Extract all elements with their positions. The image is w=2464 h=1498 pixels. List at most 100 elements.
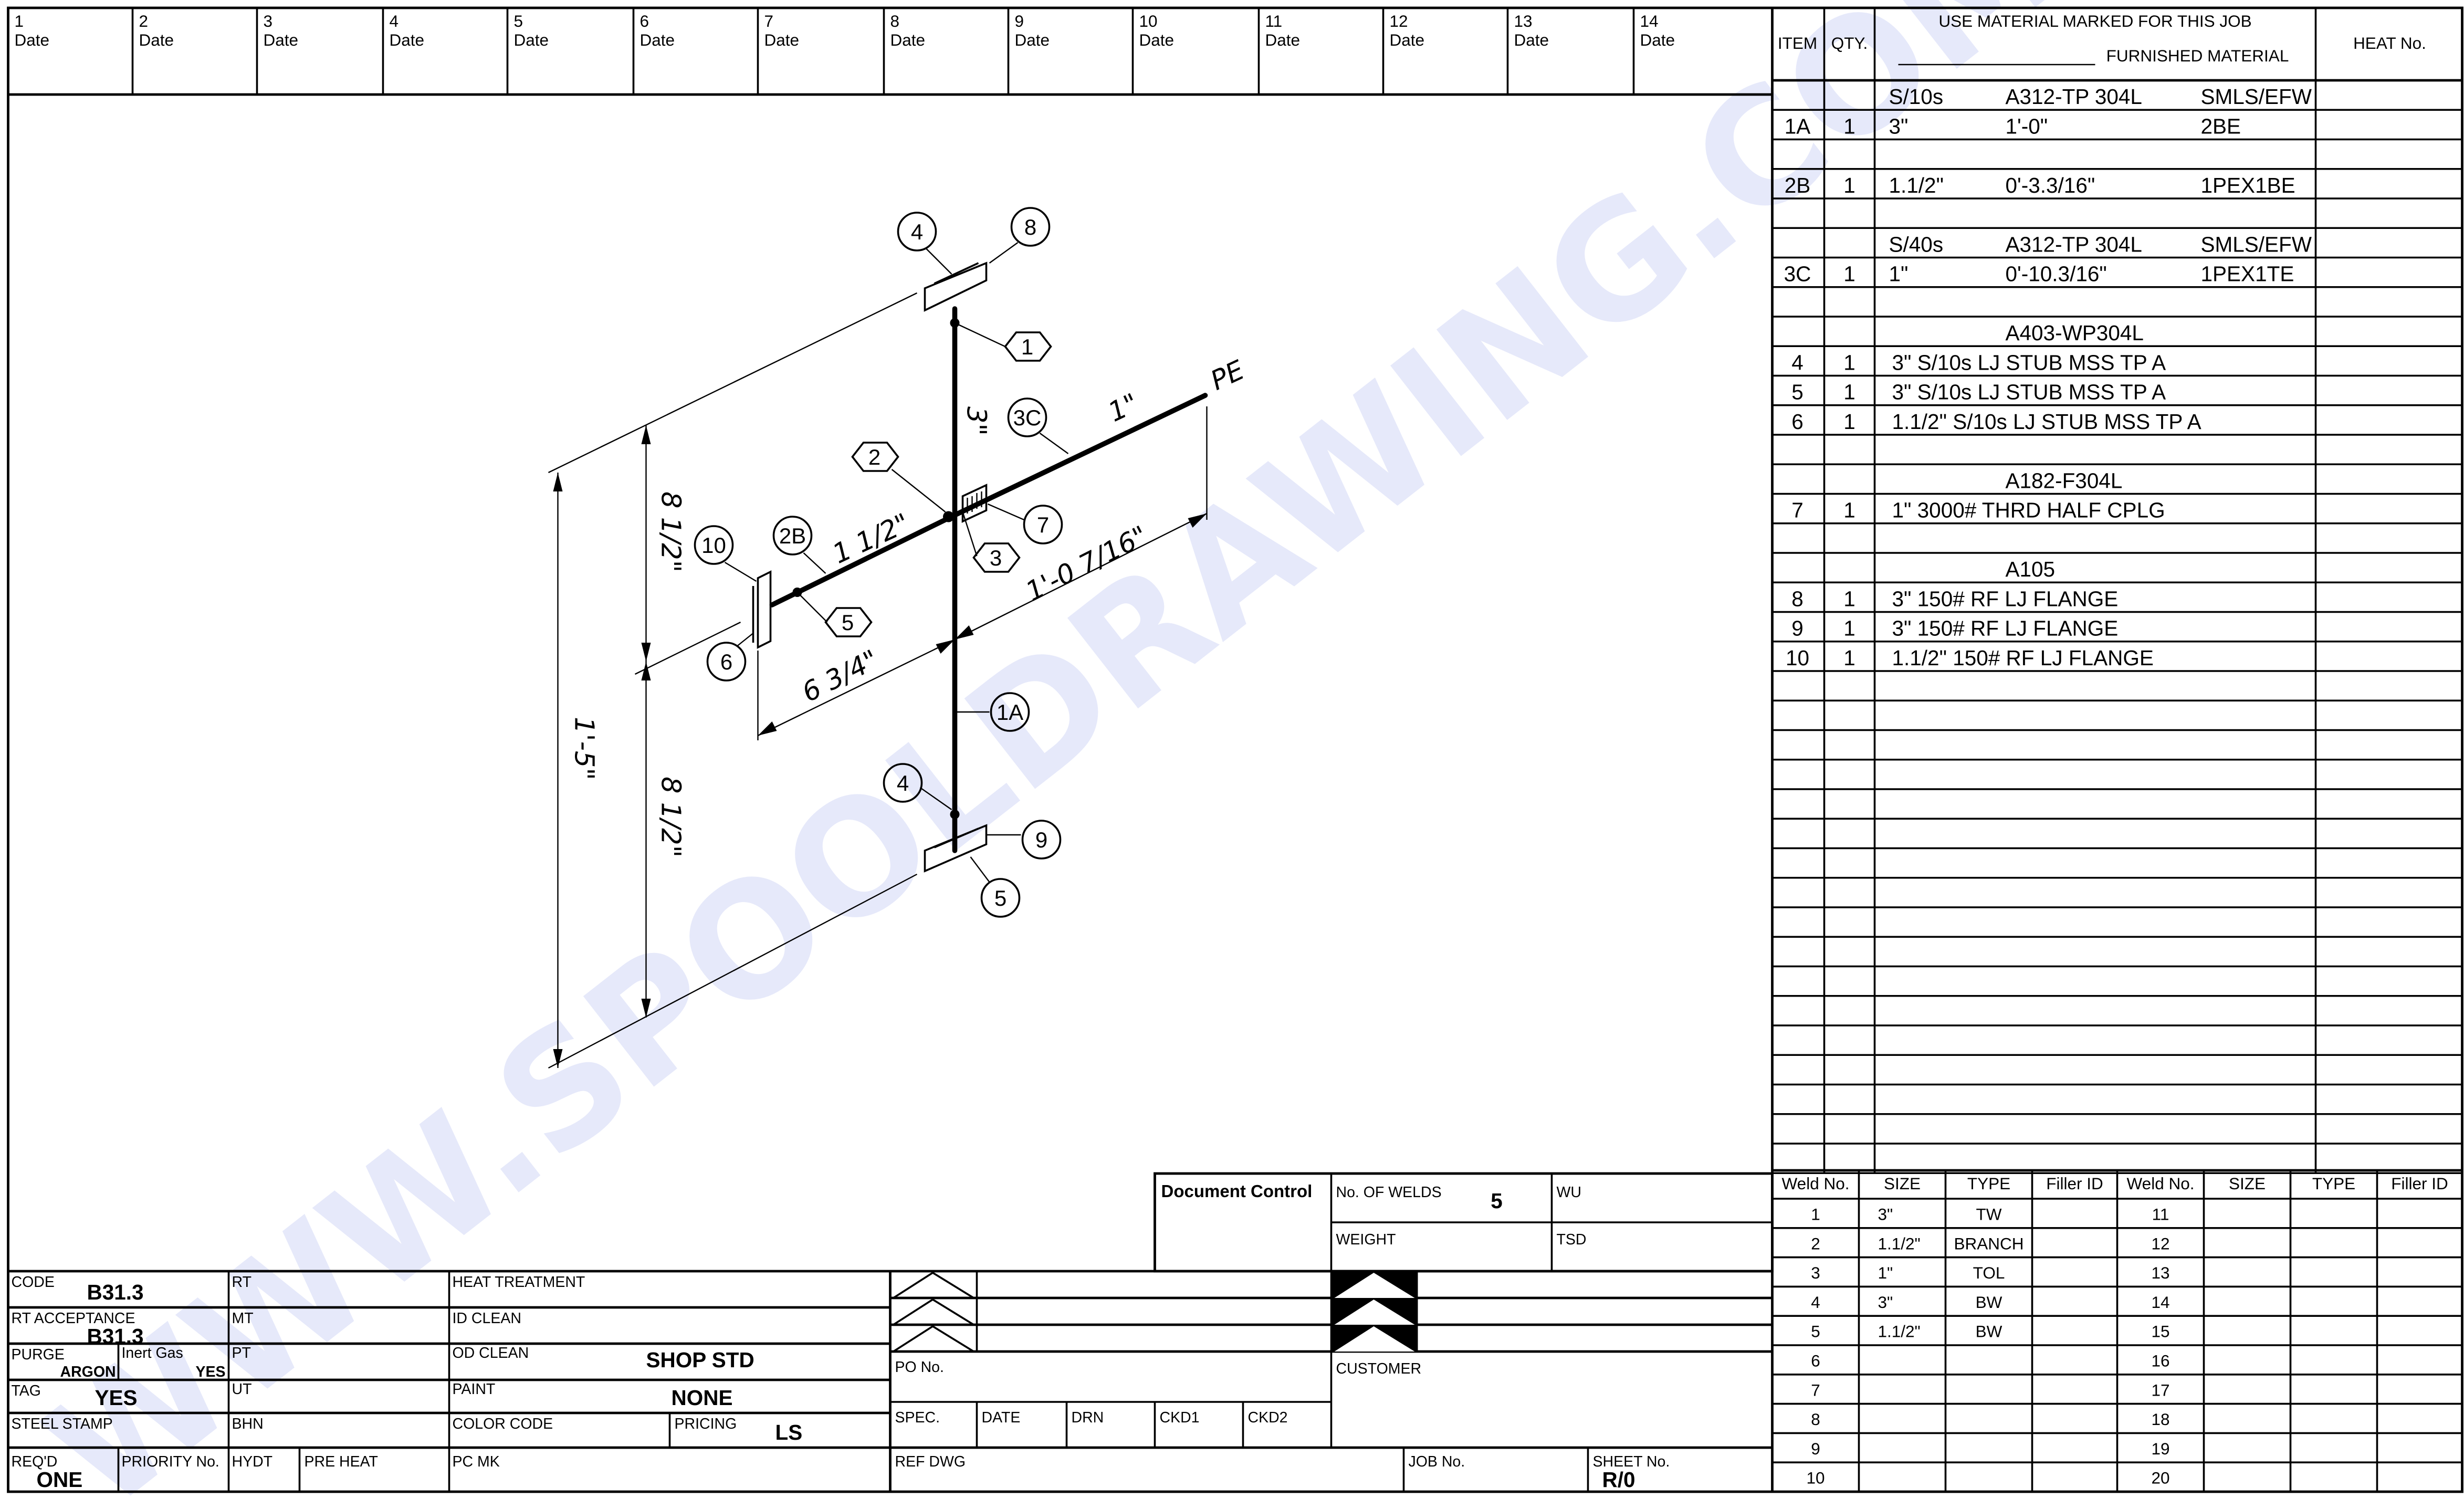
lap-stub-4-top [934,262,979,285]
dimension-line-offset [757,638,956,737]
reqd-label: REQ'D [12,1453,58,1470]
date-label: DATE [982,1409,1021,1426]
bom-description: 3" S/10s LJ STUB MSS TP A [1892,350,2166,374]
bom-material: A182-F304L [2006,468,2123,493]
callout-5-bottom-label: 5 [994,886,1006,910]
rt-acceptance-value: B31.3 [87,1324,144,1348]
weld-size: 1.1/2" [1878,1234,1921,1253]
bom-row: A403-WP304L [2006,321,2144,345]
od-clean-label: OD CLEAN [453,1345,529,1361]
revision-date-label: Date [264,30,299,49]
pipe-2b-branch [769,514,955,607]
bom-qty: 1 [1843,646,1855,670]
weld-number: 7 [1811,1380,1820,1399]
no-of-welds-value: 5 [1491,1189,1503,1213]
weld-number: 9 [1811,1439,1820,1458]
bom-header-heat-no: HEAT No. [2353,34,2426,53]
revision-date-label: Date [764,30,800,49]
bom-header-furnished: FURNISHED MATERIAL [2106,46,2289,65]
bom-size: S/10s [1889,85,1944,109]
bom-item: 5 [1791,380,1804,404]
bom-item: 2B [1785,173,1811,197]
bom-description: 1" 3000# THRD HALF CPLG [1892,498,2165,522]
callout-9-label: 9 [1035,827,1047,852]
weld-callout-5-branch: 5 [824,607,873,637]
weld-number: 1 [1811,1205,1820,1224]
bom-item: 4 [1791,350,1804,374]
weld-size: 1.1/2" [1878,1322,1921,1341]
pipe-size-main: 3" [961,406,992,436]
weld-number: 8 [1811,1410,1820,1429]
weld-number: 18 [2151,1410,2169,1429]
weld-number: 17 [2151,1380,2169,1399]
callout-10-label: 10 [701,533,726,558]
callout-8-label: 8 [1024,215,1036,239]
weld-header: Weld No. [1782,1174,1850,1193]
approval-triangle-icon [1334,1300,1415,1325]
bom-qty: 1 [1843,410,1855,434]
pricing-label: PRICING [675,1416,737,1432]
bom-end-type: SMLS/EFW [2201,85,2312,109]
bom-size: 3" [1889,114,1909,138]
bom-material: 1'-0" [2006,114,2048,138]
dimension-upper: 8 1/2" [655,491,686,572]
hydt-label: HYDT [232,1453,273,1470]
purge-value: ARGON [60,1364,116,1380]
bom-material: A403-WP304L [2006,321,2144,345]
revision-number: 12 [1390,12,1408,30]
bom-material: A105 [2006,557,2056,581]
revision-date-label: Date [514,30,549,49]
ckd1-label: CKD1 [1160,1409,1200,1426]
pipe-3c-branch [952,393,1208,518]
callout-2b: 2B [772,516,813,556]
color-code-label: COLOR CODE [453,1416,553,1432]
bom-end-type: 1PEX1TE [2201,262,2294,286]
weld-number: 13 [2151,1263,2169,1282]
bom-qty: 1 [1843,114,1855,138]
revision-number: 5 [514,12,523,30]
purge-label: PURGE [12,1346,65,1363]
flange-10-branch [757,570,772,649]
bom-end-type: 1PEX1BE [2201,173,2295,197]
callout-7-label: 7 [1037,512,1049,537]
pipe-size-2b: 1 1/2" [828,508,915,570]
revision-triangle-icon [890,1298,977,1326]
revision-number: 2 [139,12,149,30]
revision-number: 9 [1015,12,1024,30]
bom-qty: 1 [1843,616,1855,641]
bom-item: 1A [1785,114,1811,138]
callout-6: 6 [706,642,747,682]
pricing-value: LS [775,1420,803,1444]
weld-size: 1" [1878,1263,1893,1282]
weld-header: SIZE [2229,1174,2266,1193]
revision-date-label: Date [890,30,926,49]
revision-date-label: Date [1015,30,1050,49]
approval-triangle-icon [1334,1326,1415,1352]
paint-label: PAINT [453,1381,496,1398]
tag-label: TAG [12,1382,41,1399]
flange-8-top [924,261,988,312]
weld-header: TYPE [1967,1174,2010,1193]
bom-item: 10 [1786,646,1809,670]
revision-date-label: Date [640,30,675,49]
weld-number: 11 [2152,1205,2169,1224]
callout-1a-label: 1A [997,700,1023,725]
callout-9: 9 [1021,820,1062,860]
weld-callout-3: 3 [972,542,1021,573]
weld-row: 7 17 [1811,1380,2169,1399]
pt-label: PT [232,1345,251,1361]
revision-date-label: Date [15,30,50,49]
callout-1a: 1A [990,692,1030,732]
weld-number: 14 [2151,1293,2169,1312]
weld-number: 10 [1806,1469,1825,1487]
callout-4-bottom-label: 4 [897,771,909,795]
customer-label: CUSTOMER [1336,1360,1422,1377]
